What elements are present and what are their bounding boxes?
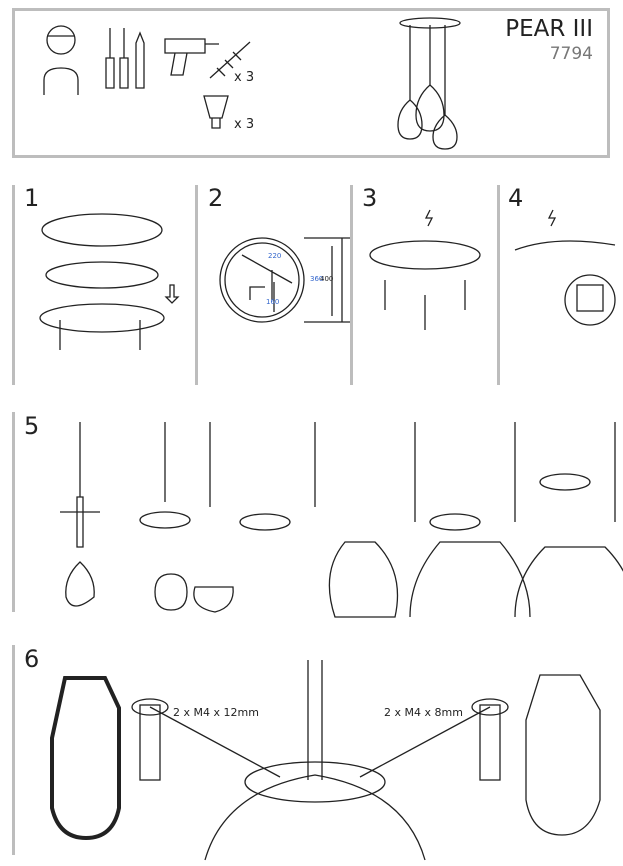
divider bbox=[12, 412, 15, 612]
installer-icon bbox=[43, 25, 79, 95]
step-2-number: 2 bbox=[208, 184, 224, 212]
dim-label: 400 bbox=[320, 275, 334, 283]
step-2-illustration bbox=[219, 237, 350, 323]
dim-label: 160 bbox=[266, 298, 280, 306]
screwdriver-icon bbox=[105, 28, 145, 89]
step-4-illustration bbox=[514, 209, 616, 326]
anchor-quantity: x 3 bbox=[234, 70, 255, 85]
step-6-number: 6 bbox=[24, 645, 40, 673]
step-5-number: 5 bbox=[24, 412, 40, 440]
wall-anchor-icon bbox=[209, 41, 251, 79]
screw-label-left: 2 x M4 x 12mm bbox=[173, 706, 259, 719]
step-1-number: 1 bbox=[24, 184, 40, 212]
header-box bbox=[12, 8, 610, 158]
step-1-illustration bbox=[39, 213, 180, 350]
lamp-illustration bbox=[397, 17, 461, 150]
step-6-illustration bbox=[50, 660, 601, 861]
product-title: PEAR III bbox=[505, 16, 593, 42]
drill-icon bbox=[164, 38, 219, 76]
divider bbox=[350, 185, 353, 385]
step-5-illustration bbox=[60, 422, 623, 618]
divider bbox=[12, 645, 15, 855]
divider bbox=[195, 185, 198, 385]
dim-label: 220 bbox=[268, 252, 282, 260]
product-code: 7794 bbox=[549, 44, 593, 64]
divider bbox=[12, 185, 15, 385]
divider bbox=[497, 185, 500, 385]
bulb-icon bbox=[203, 95, 229, 129]
screw-label-right: 2 x M4 x 8mm bbox=[384, 706, 463, 719]
step-3-number: 3 bbox=[362, 184, 378, 212]
step-3-illustration bbox=[369, 209, 481, 330]
dim-label: 360 bbox=[310, 275, 324, 283]
step-4-number: 4 bbox=[508, 184, 524, 212]
bulb-quantity: x 3 bbox=[234, 117, 255, 132]
